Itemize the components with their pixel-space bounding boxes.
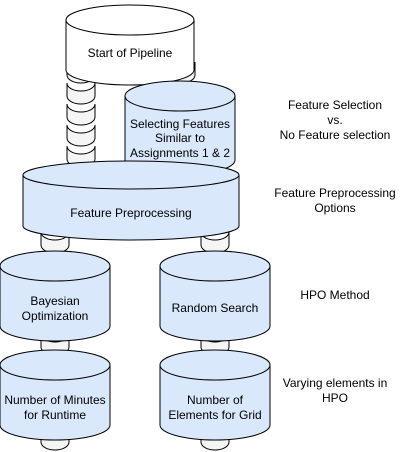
side-label-preprocessing-options: Feature Preprocessing Options [274, 186, 395, 215]
node-label-elements-2: Elements for Grid [168, 408, 261, 422]
node-label-start: Start of Pipeline [88, 46, 173, 60]
cylinder-elements [159, 349, 271, 441]
node-start-of-pipeline: Start of Pipeline [65, 4, 195, 86]
node-label-bayesian-2: Optimization [22, 309, 89, 323]
side-label-feature-selection: Feature Selection vs. No Feature selecti… [280, 98, 391, 142]
node-label-preprocessing: Feature Preprocessing [70, 206, 191, 220]
node-label-elements-1: Number of [187, 393, 244, 407]
node-number-of-minutes: Number of Minutes for Runtime [0, 349, 111, 441]
cylinder-random-search [159, 250, 271, 342]
side-label-hpo-method: HPO Method [300, 288, 369, 302]
cylinder-start [65, 4, 195, 86]
side-label-selection-1: Feature Selection [288, 98, 382, 112]
side-label-preprocessing-1: Feature Preprocessing [274, 186, 395, 200]
side-label-selection-2: vs. [327, 113, 342, 127]
side-label-selection-3: No Feature selection [280, 128, 391, 142]
cylinder-minutes [0, 349, 111, 441]
connector-segment [66, 82, 96, 105]
node-bayesian-optimization: Bayesian Optimization [0, 250, 111, 342]
node-random-search: Random Search [159, 250, 271, 342]
node-selecting-features: Selecting Features Similar to Assignment… [124, 80, 236, 176]
node-feature-preprocessing: Feature Preprocessing [22, 160, 240, 241]
side-label-hpo: HPO Method [300, 288, 369, 302]
connector-segment [66, 124, 96, 147]
side-label-varying-elements: Varying elements in HPO [283, 376, 388, 405]
node-label-bayesian-1: Bayesian [30, 294, 79, 308]
node-label-selecting-3: Assignments 1 & 2 [130, 146, 230, 160]
node-label-selecting-2: Similar to [155, 131, 205, 145]
cylinder-feature-preprocessing [22, 160, 240, 241]
side-label-varying-1: Varying elements in [283, 376, 388, 390]
side-label-preprocessing-2: Options [314, 201, 355, 215]
node-number-of-elements: Number of Elements for Grid [159, 349, 271, 441]
side-label-varying-2: HPO [322, 391, 348, 405]
node-label-selecting-1: Selecting Features [130, 117, 230, 131]
node-label-random: Random Search [172, 301, 259, 315]
cylinder-bayesian [0, 250, 111, 342]
node-label-minutes-1: Number of Minutes [4, 393, 105, 407]
connector-segment [66, 103, 96, 126]
node-label-minutes-2: for Runtime [24, 408, 86, 422]
